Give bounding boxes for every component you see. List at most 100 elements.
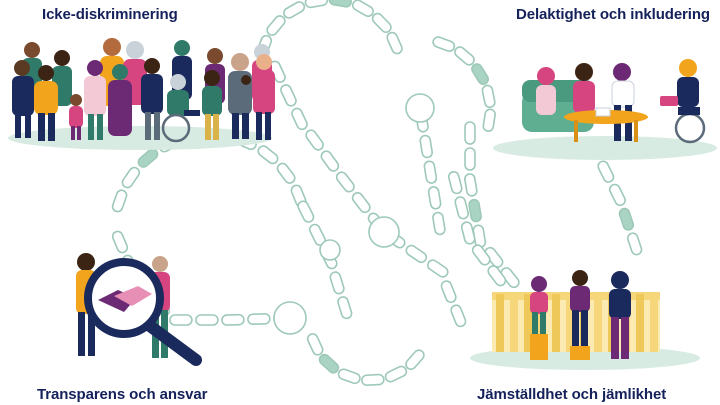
crowd-illustration	[8, 38, 275, 150]
person-front-1	[12, 60, 34, 138]
caption-jamstalldhet-och-jamlikhet: Jämställdhet och jämlikhet	[477, 386, 667, 403]
chain-node	[273, 301, 307, 335]
chain-link	[304, 0, 329, 9]
person-front-5	[108, 64, 132, 136]
chain-link	[608, 183, 626, 207]
chain-link	[351, 191, 371, 214]
chain-link	[481, 84, 496, 109]
chain-link	[597, 160, 615, 183]
chain-link	[328, 0, 352, 8]
chain-link	[618, 207, 635, 231]
person-sofa-1	[536, 67, 556, 115]
chain-link	[471, 244, 491, 266]
fence-post	[496, 294, 504, 352]
caption-icke-diskriminering: Icke-diskriminering	[42, 6, 178, 23]
chain-link	[471, 63, 490, 85]
chain-link	[121, 166, 141, 189]
person-wheelchair	[161, 74, 200, 143]
child-medium-box	[570, 270, 590, 360]
chain-link	[169, 314, 193, 326]
chain-link	[423, 160, 438, 184]
chain-node	[368, 216, 400, 248]
caption-transparens-och-ansvar: Transparens och ansvar	[37, 386, 208, 403]
chain-node	[319, 239, 341, 261]
chain-link	[427, 186, 442, 210]
chain-link	[351, 0, 374, 18]
chain-link	[337, 296, 353, 320]
chain-link	[111, 189, 128, 213]
chain-link	[221, 313, 245, 326]
fence-post	[510, 294, 518, 352]
person-front-2	[34, 65, 58, 141]
chain-link	[440, 280, 457, 304]
caption-delaktighet-och-inkludering: Delaktighet och inkludering	[516, 6, 710, 23]
chain-link	[405, 349, 425, 371]
chain-link	[305, 129, 324, 151]
chain-link	[297, 200, 315, 223]
chain-link	[361, 373, 385, 387]
fence-post	[636, 294, 644, 352]
fence-post	[552, 294, 560, 352]
chain-link	[386, 31, 403, 55]
child-small-box	[530, 276, 548, 360]
chain-link	[280, 84, 297, 107]
chain-link	[306, 333, 324, 356]
transparency-illustration	[76, 253, 202, 366]
adult-no-box	[609, 271, 631, 359]
chain-link	[405, 244, 428, 264]
chain-link	[454, 196, 470, 220]
chain-link	[276, 162, 296, 184]
equality-illustration	[470, 270, 700, 370]
meeting-illustration	[493, 59, 717, 160]
chain-link	[337, 368, 361, 385]
chain-link	[247, 313, 271, 326]
chain-link	[257, 145, 279, 165]
chain-link	[447, 170, 463, 195]
table-top	[564, 110, 648, 124]
chain-link	[460, 221, 476, 245]
person-front-4	[84, 60, 106, 140]
chain-link	[464, 173, 478, 197]
chain-link	[384, 365, 408, 383]
chain-link	[318, 353, 340, 374]
person-standing	[611, 63, 635, 141]
chain-link	[111, 230, 129, 254]
person-wheelchair-2	[660, 59, 706, 144]
fence-post	[566, 294, 574, 352]
chain-link	[419, 134, 433, 159]
chain-link	[450, 304, 467, 328]
chain-link	[266, 15, 286, 36]
fence-post	[594, 294, 602, 352]
chain-link	[195, 314, 219, 326]
magnifier-handle	[144, 320, 202, 366]
chain-link	[432, 211, 446, 236]
chain-link	[464, 121, 476, 145]
chain-link	[626, 232, 643, 256]
chain-link	[283, 1, 306, 19]
chain-link	[320, 150, 340, 172]
chain-link	[464, 147, 476, 171]
chain-node	[405, 93, 435, 123]
chain-link	[291, 107, 308, 131]
person-front-3	[69, 94, 83, 140]
chain-link	[432, 36, 456, 53]
chain-link	[468, 198, 482, 223]
fence-post	[524, 294, 532, 352]
handshake-icon	[98, 286, 152, 312]
person-front-8	[228, 53, 252, 139]
person-sofa-2	[573, 63, 595, 113]
chain-link	[482, 108, 496, 132]
chain-link	[329, 271, 345, 295]
person-front-6	[141, 58, 163, 140]
fence-post	[650, 294, 658, 352]
person-front-7	[202, 70, 222, 140]
chain-link	[487, 265, 507, 287]
chain-link	[335, 171, 355, 193]
person-front-9	[253, 54, 275, 140]
chain-link	[454, 46, 475, 66]
chain-link	[137, 148, 159, 168]
meeting-ground	[493, 136, 717, 160]
chain-link	[371, 12, 392, 34]
chain-link	[427, 259, 449, 278]
